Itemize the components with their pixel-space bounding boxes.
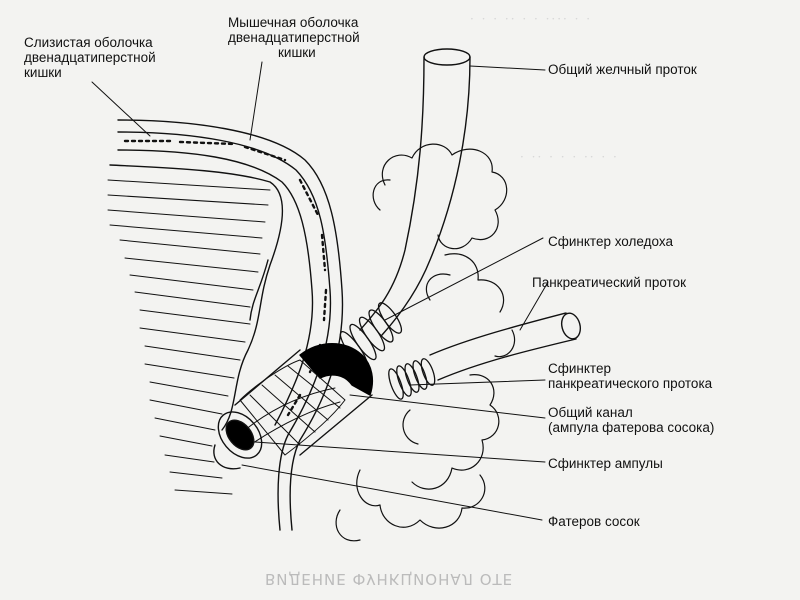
leader-pancreatic-sphincter: [409, 379, 546, 386]
label-pancreatic-sphincter: Сфинктер панкреатического протока: [548, 361, 713, 391]
pancreatic-tissue: [335, 143, 516, 542]
leader-lines: [91, 61, 549, 521]
wall-layer-line-3: [117, 149, 314, 426]
mucosal-folds: [109, 164, 284, 431]
wall-layer-line-2: [117, 131, 332, 531]
leader-mucosa: [91, 81, 151, 137]
label-common-channel: Общий канал (ампула фатерова сосока): [548, 405, 715, 435]
leader-choledochal-sphincter: [384, 237, 544, 321]
leader-pancreatic-duct: [519, 281, 549, 331]
bleed-through-text-mid: · ·· · · · ·· · ·: [520, 150, 619, 164]
bleed-through-text: ВИДЕНИЕ ФУНКЦИОНАЛ ОТЕ: [265, 570, 514, 588]
hatching: [107, 179, 271, 495]
common-channel: [234, 343, 374, 456]
label-choledochal-sphincter: Сфинктер холедоха: [548, 234, 673, 249]
label-papilla: Фатеров сосок: [548, 514, 640, 529]
leader-common-channel: [349, 394, 546, 419]
label-mucosa: Слизистая оболочка двенадцатиперстной ки…: [24, 35, 156, 80]
common-bile-duct: [359, 48, 471, 336]
pancreatic-sphincter-rings: [388, 358, 436, 400]
leader-common-bile-duct: [469, 65, 546, 71]
bleed-through-text-top: · · · ·· · · ···· · ·: [470, 12, 593, 26]
pancreatic-duct: [429, 312, 582, 381]
leader-muscle: [249, 61, 263, 141]
wall-outer-line: [117, 119, 344, 531]
label-ampulla-sphincter: Сфинктер ампулы: [548, 456, 663, 471]
leader-ampulla-sphincter: [254, 441, 546, 463]
leader-papilla: [241, 464, 543, 521]
papilla-of-vater: [213, 411, 263, 470]
label-common-bile-duct: Общий желчный проток: [548, 62, 697, 77]
label-pancreatic-duct: Панкреатический проток: [532, 275, 687, 290]
label-muscle: Мышечная оболочка двенадцатиперстной киш…: [228, 15, 360, 60]
